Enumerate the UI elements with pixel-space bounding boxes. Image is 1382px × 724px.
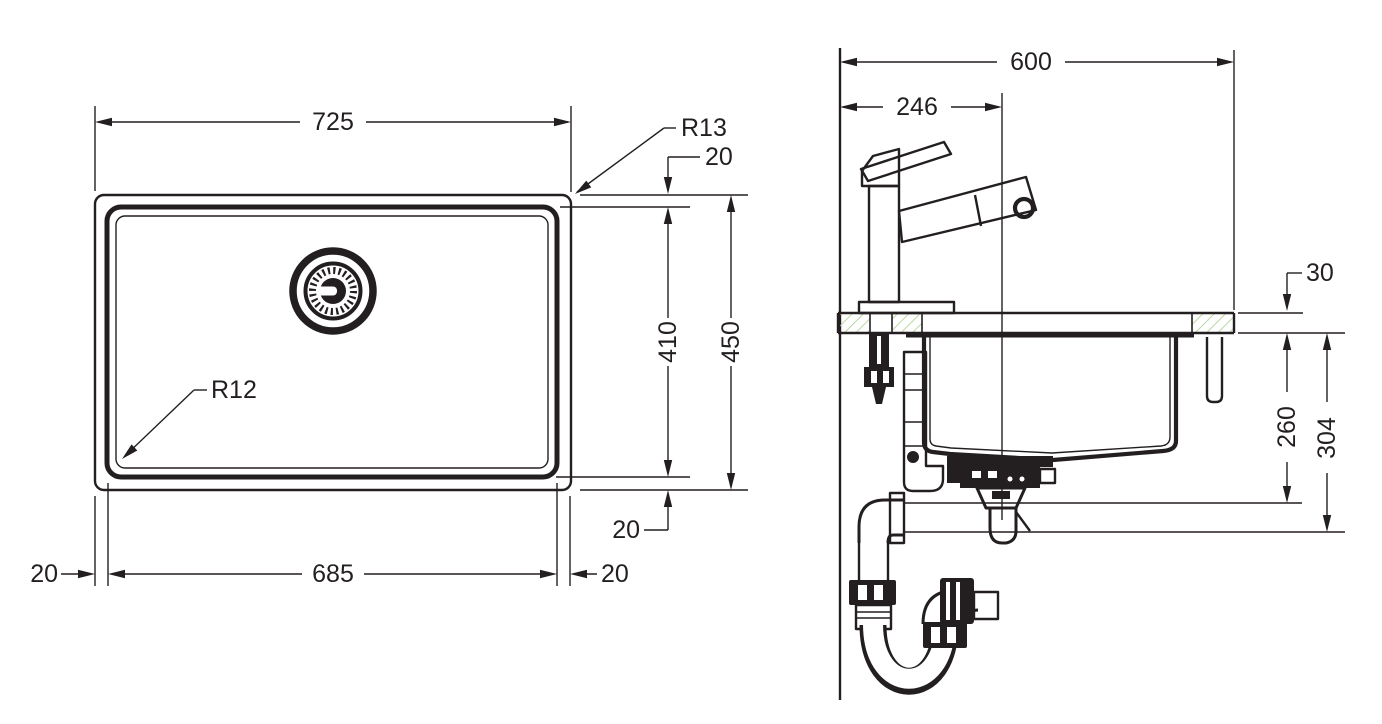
strainer-ticks	[309, 267, 357, 315]
radius-outer-callout: R13	[572, 114, 727, 198]
dim-label-20-bottom: 20	[612, 516, 640, 544]
faucet-base	[857, 300, 956, 315]
mounting-clamp-right	[1205, 337, 1224, 404]
compression-nut-lower	[923, 622, 967, 648]
dim-label-685: 685	[312, 560, 354, 588]
faucet-shank	[864, 333, 894, 404]
faucet	[857, 140, 1038, 315]
cutout-outline	[93, 193, 573, 492]
dim-total-depth: 600	[840, 48, 1235, 310]
drain-plan	[289, 247, 377, 335]
dim-label-246: 246	[896, 93, 938, 121]
dim-outlet-top: 260	[1273, 333, 1301, 503]
faucet-lever	[859, 140, 953, 183]
dim-counter-thickness: 30	[1238, 259, 1345, 334]
dim-label-20-left: 20	[30, 560, 58, 588]
compression-nut-upper	[849, 580, 896, 605]
faucet-aerator	[1012, 196, 1036, 220]
dim-cutout-width: 725	[94, 106, 572, 192]
dim-label-260: 260	[1273, 406, 1301, 448]
radius-inner-callout: R12	[119, 376, 257, 463]
trap-piping	[849, 491, 1000, 695]
drain-notch	[317, 286, 337, 296]
faucet-spout	[897, 175, 1038, 244]
faucet-handle-base	[860, 147, 901, 188]
dim-label-410: 410	[654, 321, 682, 363]
dim-label-r13: R13	[681, 114, 727, 142]
plan-view: 725 R13 R12 20	[30, 106, 748, 588]
dim-label-20-top: 20	[705, 143, 733, 171]
dim-label-304: 304	[1313, 417, 1341, 459]
dim-bowl-depth: 410	[556, 207, 690, 478]
dim-label-600: 600	[1010, 48, 1052, 76]
dim-bottom-row: 20 685 20	[30, 483, 629, 588]
counter-hatch-left	[840, 313, 870, 333]
dim-label-725: 725	[312, 108, 354, 136]
dim-cutout-height: 450	[580, 195, 748, 491]
elbow-flange	[888, 491, 906, 545]
bowl-rim-outline	[104, 204, 560, 480]
section-view: 600 246	[836, 48, 1345, 700]
dim-drain-center: 246	[840, 93, 1002, 121]
dim-outlet-bottom: 304	[1313, 333, 1341, 532]
drain-assembly	[947, 456, 1057, 545]
strainer-flange	[947, 456, 1053, 467]
dim-rim-offset-top: 20	[560, 143, 748, 208]
dim-label-450: 450	[717, 321, 745, 363]
dim-label-30: 30	[1306, 259, 1334, 287]
counter-hatch-right	[1192, 313, 1234, 333]
dim-label-r12: R12	[211, 376, 257, 404]
mounting-clamp-left	[902, 350, 945, 493]
dim-label-20-right: 20	[601, 560, 629, 588]
counter-hatch-mid	[892, 313, 922, 333]
outlet-stub	[972, 590, 1000, 621]
tailpiece-hook	[988, 508, 1018, 545]
dim-rim-offset-bottom: 20	[612, 490, 673, 544]
bowl-inner-outline	[115, 215, 549, 469]
clamp-screw	[907, 451, 919, 463]
